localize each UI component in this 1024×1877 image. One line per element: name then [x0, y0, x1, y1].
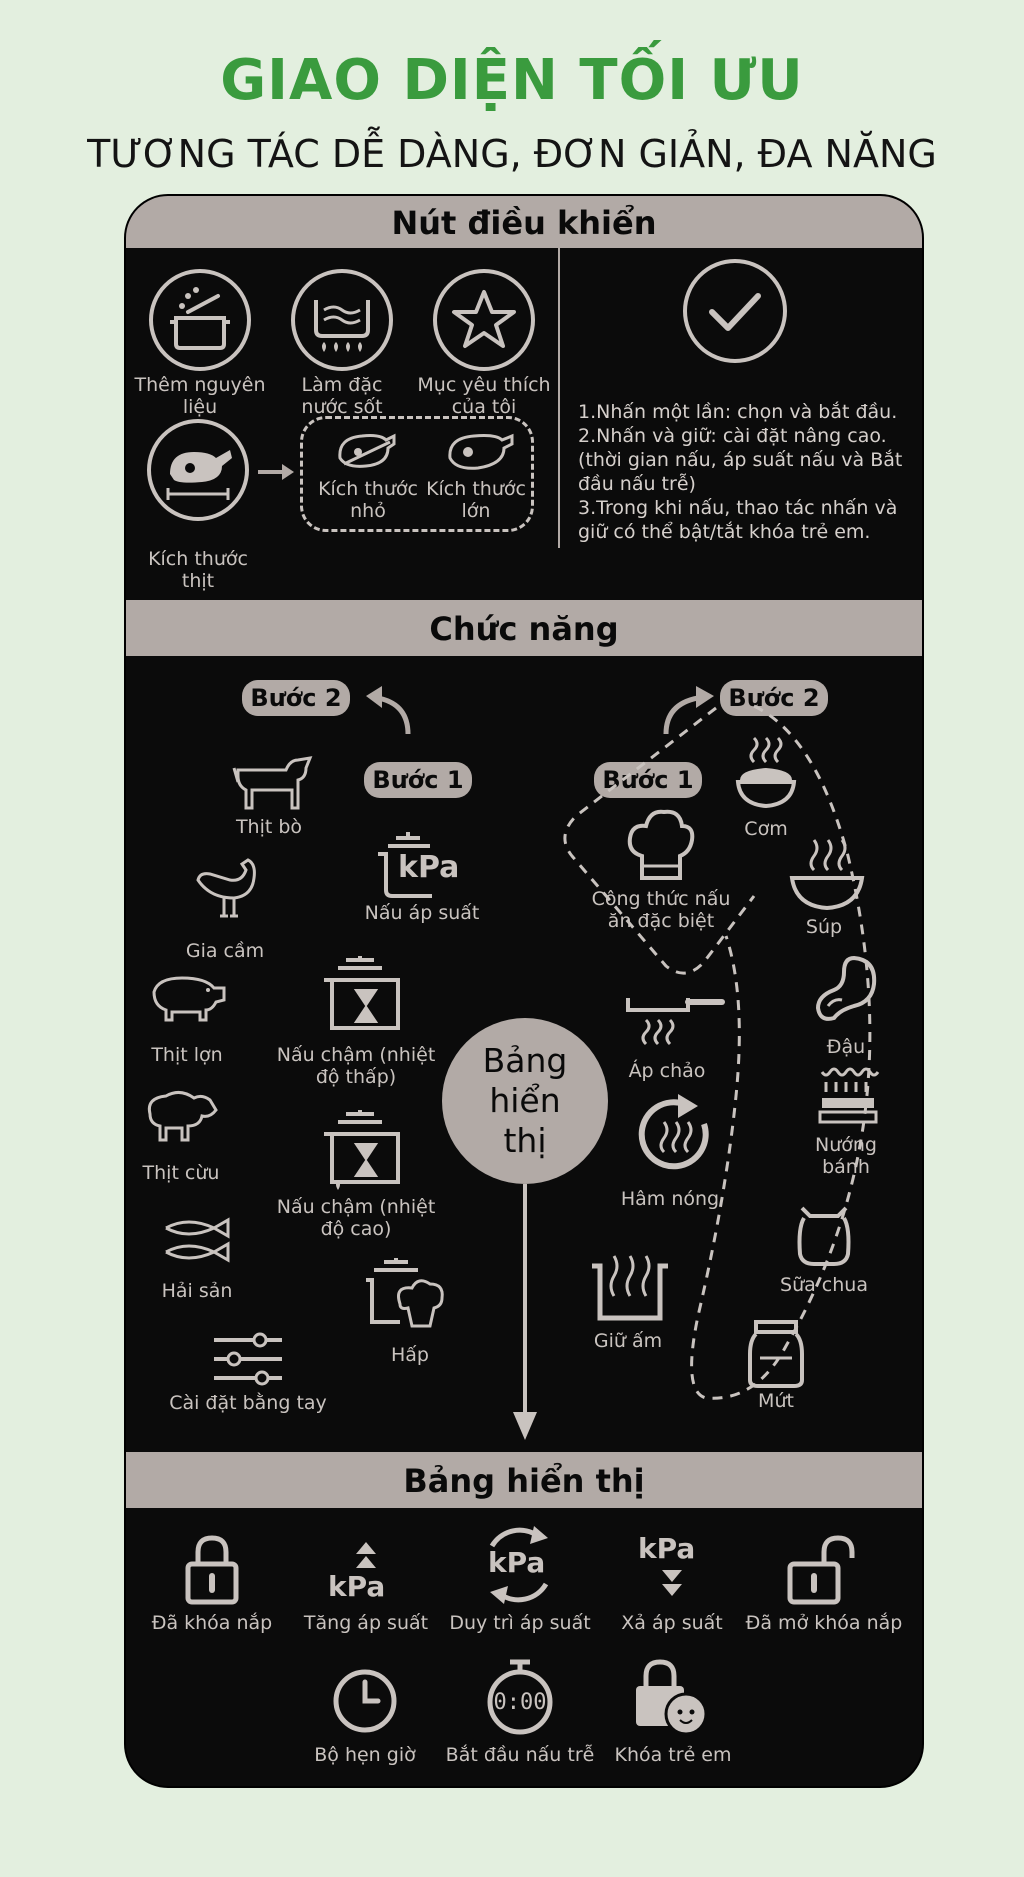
- stopwatch-icon: [487, 1659, 553, 1735]
- lid-unlocked-label: Đã mở khóa nắp: [745, 1612, 903, 1634]
- size-options-box: [300, 416, 534, 532]
- instruction-2: 2.Nhấn và giữ: cài đặt nâng cao. (thời g…: [578, 425, 903, 495]
- step1-right-badge: Bước 1: [594, 762, 702, 798]
- step2-left-badge: Bước 2: [242, 680, 350, 716]
- pan-icon[interactable]: [624, 990, 725, 1046]
- pressure-up-kpa: kPa: [328, 1570, 386, 1603]
- timer-label: Bộ hẹn giờ: [314, 1744, 416, 1766]
- controls-heading: Nút điều khiển: [126, 196, 922, 248]
- step2-right-badge: Bước 2: [720, 680, 828, 716]
- add-ingredients-icon[interactable]: [148, 268, 252, 372]
- soup-label: Súp: [805, 916, 843, 938]
- thicken-sauce-icon[interactable]: [290, 268, 394, 372]
- pressure-release-icon: [662, 1570, 682, 1596]
- display-circle-text: Bảng hiển thị: [482, 1041, 568, 1160]
- star-icon[interactable]: [432, 268, 536, 372]
- curved-arrow-left-icon: [366, 686, 411, 735]
- curved-arrow-right-icon: [663, 686, 714, 735]
- instruction-3: 3.Trong khi nấu, thao tác nhấn và giữ có…: [578, 497, 898, 543]
- keep-warm-icon[interactable]: [588, 1246, 672, 1326]
- lid-locked-label: Đã khóa nắp: [151, 1612, 273, 1634]
- child-lock-label: Khóa trẻ em: [614, 1744, 732, 1766]
- confirm-check-icon[interactable]: [682, 258, 788, 364]
- steam-label: Hấp: [391, 1344, 429, 1366]
- beef-label: Thịt bò: [235, 816, 303, 838]
- pig-icon[interactable]: [146, 970, 228, 1024]
- add-ingredients-label: Thêm nguyên liệu: [134, 374, 266, 418]
- pressure-up-label: Tăng áp suất: [303, 1612, 429, 1634]
- page-title: GIAO DIỆN TỐI ƯU: [220, 48, 804, 113]
- jam-jar-icon[interactable]: [746, 1318, 806, 1390]
- child-lock-icon: [636, 1659, 708, 1736]
- poultry-label: Gia cầm: [185, 940, 265, 962]
- large-meat-icon[interactable]: [444, 430, 516, 474]
- fish-icon[interactable]: [160, 1214, 234, 1266]
- controls-divider: [558, 248, 560, 548]
- meat-size-icon[interactable]: [146, 418, 250, 522]
- seafood-label: Hải sản: [161, 1280, 233, 1302]
- jam-label: Mứt: [758, 1390, 794, 1412]
- pressure-release-label: Xả áp suất: [621, 1612, 723, 1634]
- pressure-hold-label: Duy trì áp suất: [449, 1612, 591, 1634]
- pressure-up-icon: [356, 1542, 376, 1568]
- soup-bowl-icon[interactable]: [788, 836, 866, 912]
- meat-size-label: Kích thước thịt: [148, 548, 248, 592]
- delay-start-label: Bắt đầu nấu trễ: [445, 1744, 595, 1766]
- lamb-label: Thịt cừu: [142, 1162, 220, 1184]
- yogurt-label: Sữa chua: [780, 1274, 868, 1296]
- bake-label: Nướng bánh: [815, 1134, 877, 1178]
- cow-icon[interactable]: [230, 750, 313, 812]
- slow-low-label: Nấu chậm (nhiệt độ thấp): [276, 1044, 436, 1088]
- special-recipe-label: Công thức nấu ăn đặc biệt: [591, 888, 731, 932]
- step1-left-badge: Bước 1: [364, 762, 472, 798]
- pressure-kpa-text: kPa: [398, 850, 460, 885]
- bake-icon[interactable]: [816, 1067, 880, 1126]
- chef-hat-icon[interactable]: [626, 806, 696, 886]
- saute-label: Áp chảo: [628, 1060, 706, 1082]
- steam-icon[interactable]: [360, 1256, 450, 1332]
- manual-label: Cài đặt bằng tay: [169, 1392, 327, 1414]
- large-size-label: Kích thước lớn: [426, 478, 526, 522]
- functions-heading: Chức năng: [126, 600, 922, 656]
- pork-label: Thịt lợn: [151, 1044, 223, 1066]
- unlock-icon: [787, 1535, 855, 1605]
- pressure-hold-icon: [489, 1526, 549, 1604]
- delay-time-readout: 0:00: [493, 1690, 547, 1715]
- bean-icon[interactable]: [814, 952, 880, 1024]
- keep-warm-label: Giữ ấm: [593, 1330, 663, 1352]
- favorites-label: Mục yêu thích của tôi: [417, 374, 551, 418]
- pressure-release-kpa: kPa: [638, 1532, 696, 1565]
- lock-icon: [185, 1535, 239, 1605]
- arrow-right-icon: [258, 464, 294, 480]
- reheat-label: Hâm nóng: [620, 1188, 720, 1210]
- arrow-down-icon: [513, 1184, 537, 1440]
- rice-bowl-icon[interactable]: [734, 734, 798, 814]
- chicken-icon[interactable]: [190, 854, 266, 924]
- sliders-icon[interactable]: [210, 1332, 286, 1386]
- slow-cook-low-icon[interactable]: [318, 954, 404, 1038]
- device-panel: Nút điều khiển Thêm nguyên liệu Làm đặc …: [124, 194, 924, 1788]
- small-size-label: Kích thước nhỏ: [318, 478, 418, 522]
- clock-icon: [333, 1669, 397, 1733]
- slow-high-label: Nấu chậm (nhiệt độ cao): [276, 1196, 436, 1240]
- yogurt-jar-icon[interactable]: [794, 1204, 854, 1268]
- instructions: 1.Nhấn một lần: chọn và bắt đầu. 2.Nhấn …: [578, 400, 918, 544]
- display-heading: Bảng hiển thị: [126, 1452, 922, 1508]
- sheep-icon[interactable]: [140, 1084, 220, 1144]
- instruction-1: 1.Nhấn một lần: chọn và bắt đầu.: [578, 401, 898, 423]
- display-circle: Bảng hiển thị: [442, 1018, 608, 1184]
- pressure-hold-kpa: kPa: [488, 1546, 546, 1579]
- rice-label: Cơm: [744, 818, 788, 840]
- page-subtitle: TƯƠNG TÁC DỄ DÀNG, ĐƠN GIẢN, ĐA NĂNG: [87, 132, 937, 176]
- beans-label: Đậu: [826, 1036, 866, 1058]
- slow-cook-high-icon[interactable]: [318, 1108, 404, 1192]
- reheat-icon[interactable]: [632, 1092, 718, 1178]
- pressure-cook-icon[interactable]: [370, 828, 470, 900]
- pressure-cook-label: Nấu áp suất: [364, 902, 480, 924]
- small-meat-icon[interactable]: [334, 430, 398, 474]
- thicken-sauce-label: Làm đặc nước sốt: [301, 374, 383, 418]
